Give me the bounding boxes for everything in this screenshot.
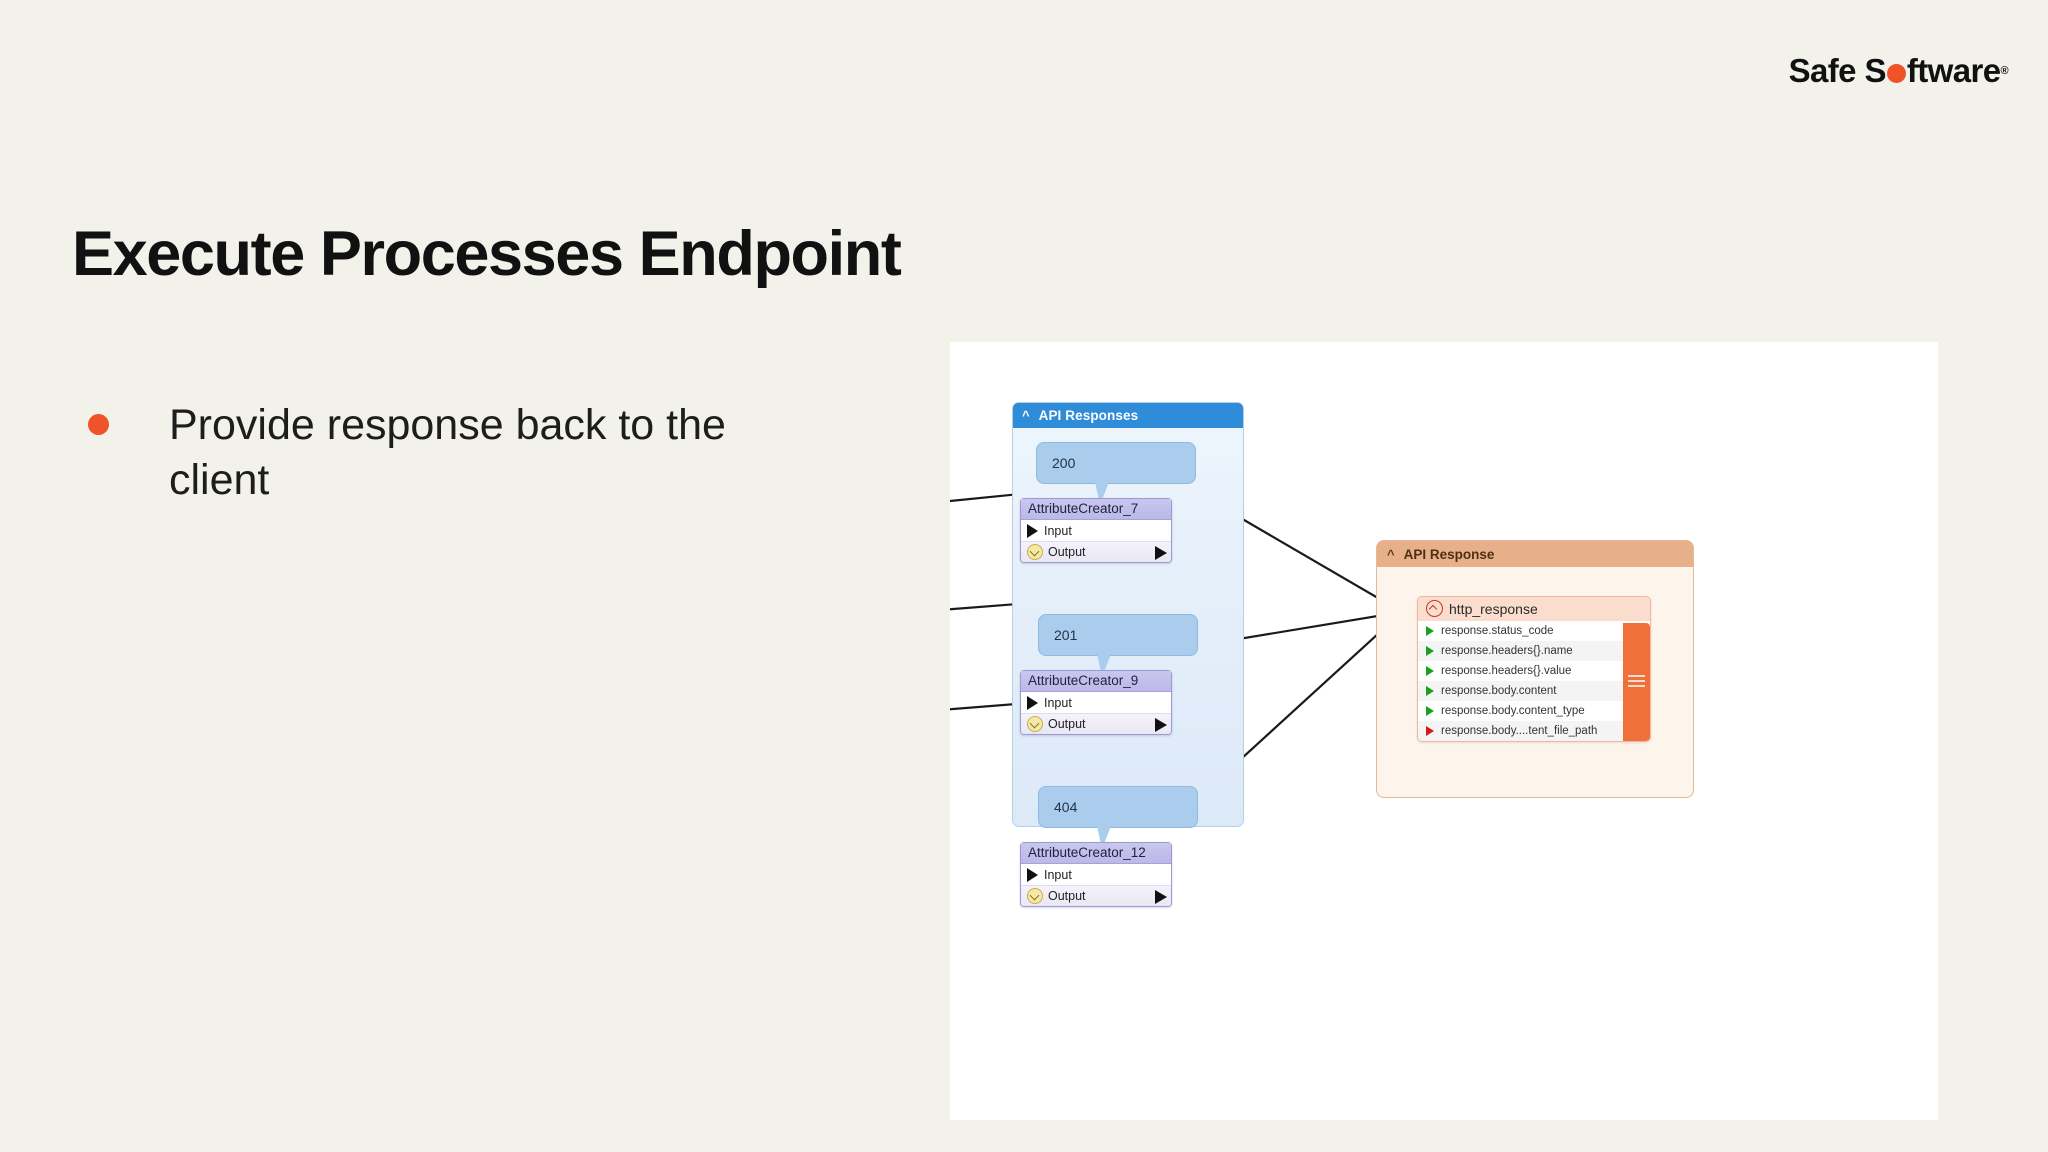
output-arrow-icon (1155, 890, 1167, 904)
bullet-dot-icon (88, 414, 109, 435)
reader-bookmark-header[interactable]: ^ API Response (1377, 541, 1693, 567)
bullet-list-item: Provide response back to the client (88, 398, 808, 508)
reader-bookmark-title: API Response (1403, 546, 1495, 562)
trademark-symbol: ® (2000, 65, 2008, 77)
page-title: Execute Processes Endpoint (72, 219, 902, 289)
transformer-input-port[interactable]: Input (1021, 864, 1171, 885)
attribute-name: response.body....tent_file_path (1441, 725, 1598, 737)
transformer-output-port[interactable]: Output (1021, 713, 1171, 734)
attribute-marker-icon (1426, 626, 1434, 636)
input-arrow-icon (1027, 867, 1038, 882)
brand-name-part2: ftware (1906, 52, 2001, 89)
output-port-label: Output (1048, 889, 1086, 903)
input-port-label: Input (1044, 695, 1072, 710)
bookmark-title: API Responses (1038, 408, 1139, 423)
transformer-attributecreator-9[interactable]: AttributeCreator_9 Input Output (1020, 670, 1172, 735)
chevron-down-circle-icon (1027, 544, 1043, 560)
attribute-row[interactable]: response.headers{}.value (1418, 661, 1650, 681)
attribute-marker-icon (1426, 666, 1434, 676)
fme-workspace-diagram: ^ API Responses 200 201 404 AttributeCre… (950, 342, 1938, 1120)
attribute-row[interactable]: response.body.content (1418, 681, 1650, 701)
annotation-label: 404 (1054, 799, 1078, 815)
attribute-name: response.headers{}.value (1441, 665, 1572, 677)
input-port-label: Input (1044, 867, 1072, 882)
feature-type-sidebar[interactable] (1623, 623, 1650, 741)
brand-orange-dot-icon (1886, 63, 1906, 83)
attribute-name: response.body.content_type (1441, 705, 1585, 717)
attribute-row[interactable]: response.status_code (1418, 621, 1650, 641)
feature-type-title: http_response (1418, 597, 1650, 621)
attribute-marker-icon (1426, 646, 1434, 656)
transformer-title: AttributeCreator_7 (1021, 499, 1171, 520)
input-arrow-icon (1027, 523, 1038, 538)
attribute-name: response.status_code (1441, 625, 1554, 637)
brand-logo: Safe S ftware® (1788, 52, 2009, 90)
output-arrow-icon (1155, 718, 1167, 732)
workspace-canvas-panel: ^ API Responses 200 201 404 AttributeCre… (950, 342, 1938, 1120)
feature-type-http-response[interactable]: http_response response.status_code respo… (1417, 596, 1651, 742)
annotation-label: 200 (1052, 455, 1076, 471)
attribute-row[interactable]: response.headers{}.name (1418, 641, 1650, 661)
transformer-attributecreator-12[interactable]: AttributeCreator_12 Input Output (1020, 842, 1172, 907)
annotation-label: 201 (1054, 627, 1078, 643)
attribute-row[interactable]: response.body.content_type (1418, 701, 1650, 721)
output-arrow-icon (1155, 546, 1167, 560)
chevron-down-circle-icon (1027, 716, 1043, 732)
bookmark-api-response[interactable]: ^ API Response http_response response.st… (1376, 540, 1694, 798)
transformer-input-port[interactable]: Input (1021, 520, 1171, 541)
attribute-marker-icon (1426, 706, 1434, 716)
output-port-label: Output (1048, 717, 1086, 731)
attribute-name: response.headers{}.name (1441, 645, 1573, 657)
annotation-callout-201[interactable]: 201 (1038, 614, 1198, 677)
annotation-callout-200[interactable]: 200 (1036, 442, 1196, 505)
bullet-item-label: Provide response back to the client (169, 401, 726, 505)
chevron-up-icon[interactable]: ^ (1022, 408, 1030, 423)
input-port-label: Input (1044, 523, 1072, 538)
circle-chevron-up-icon (1426, 600, 1443, 617)
transformer-output-port[interactable]: Output (1021, 541, 1171, 562)
attribute-marker-icon (1426, 726, 1434, 736)
annotation-callout-404[interactable]: 404 (1038, 786, 1198, 849)
bookmark-header[interactable]: ^ API Responses (1013, 403, 1243, 428)
feature-type-name: http_response (1449, 600, 1538, 617)
input-arrow-icon (1027, 695, 1038, 710)
attribute-marker-icon (1426, 686, 1434, 696)
chevron-up-icon[interactable]: ^ (1387, 546, 1395, 562)
transformer-attributecreator-7[interactable]: AttributeCreator_7 Input Output (1020, 498, 1172, 563)
transformer-output-port[interactable]: Output (1021, 885, 1171, 906)
attribute-row[interactable]: response.body....tent_file_path (1418, 721, 1650, 741)
transformer-input-port[interactable]: Input (1021, 692, 1171, 713)
attribute-name: response.body.content (1441, 685, 1557, 697)
output-port-label: Output (1048, 545, 1086, 559)
brand-name-part1: Safe S (1788, 52, 1887, 89)
layers-icon (1628, 674, 1645, 690)
feature-type-input-arrow-icon (1417, 604, 1418, 620)
transformer-title: AttributeCreator_9 (1021, 671, 1171, 692)
chevron-down-circle-icon (1027, 888, 1043, 904)
transformer-title: AttributeCreator_12 (1021, 843, 1171, 864)
